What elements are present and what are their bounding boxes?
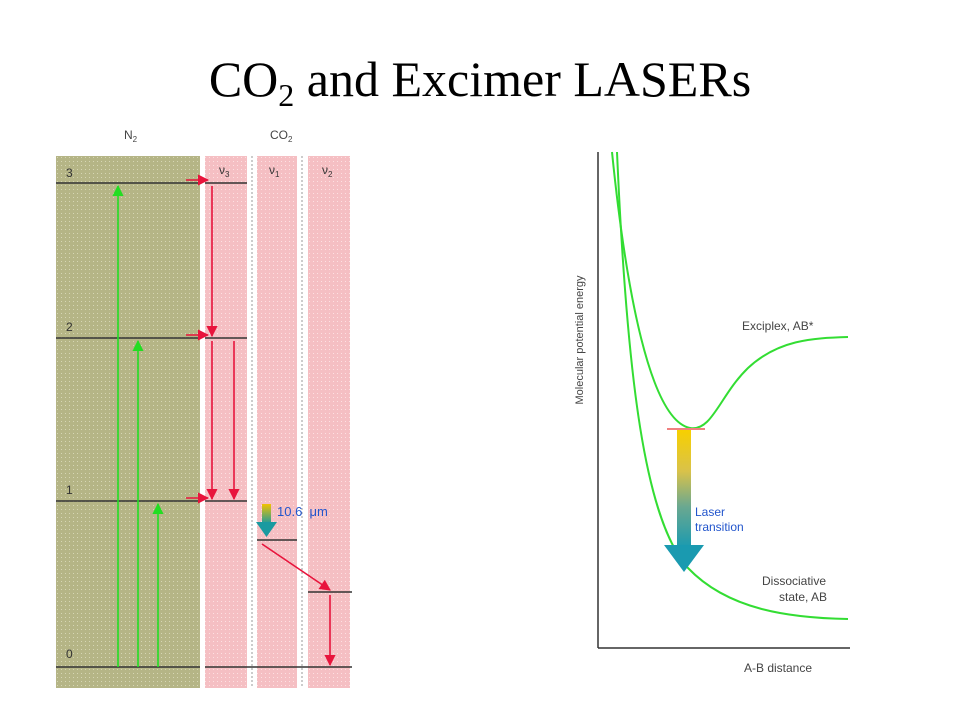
n2-header: N2 (124, 128, 138, 144)
nu1-band (257, 156, 297, 688)
title-suffix: and Excimer LASERs (294, 51, 752, 107)
title-prefix: CO (208, 51, 279, 107)
x-axis-label: A-B distance (744, 661, 812, 675)
transition-arrow-shaft (677, 430, 691, 548)
laser-arrow-head (256, 522, 277, 537)
level-number-3: 3 (66, 166, 73, 180)
wavelength-label: 10.6 μm (277, 504, 328, 519)
slide-title: CO2 and Excimer LASERs (0, 54, 960, 111)
mode-label-nu1: ν1 (269, 163, 280, 179)
level-number-0: 0 (66, 647, 73, 661)
title-subscript: 2 (278, 77, 295, 113)
dissociative-label-line1: Dissociative (762, 574, 826, 588)
dissociative-label-line2: state, AB (779, 590, 827, 604)
relaxation-arrow (261, 543, 331, 591)
n2-band (56, 156, 200, 688)
mode-label-nu2: ν2 (322, 163, 333, 179)
exciplex-curve (611, 151, 849, 430)
y-axis-label: Molecular potential energy (574, 275, 586, 405)
level-number-2: 2 (66, 320, 73, 334)
transition-label-line1: Laser (695, 505, 725, 519)
mode-label-nu3: ν3 (219, 163, 230, 179)
nu2-band (308, 156, 350, 688)
co2-header: CO2 (270, 128, 293, 144)
transition-label-line2: transition (695, 520, 744, 534)
transition-arrow-head (664, 545, 704, 572)
level-number-1: 1 (66, 483, 73, 497)
exciplex-label: Exciplex, AB* (742, 319, 814, 333)
laser-arrow-shaft (262, 504, 271, 524)
